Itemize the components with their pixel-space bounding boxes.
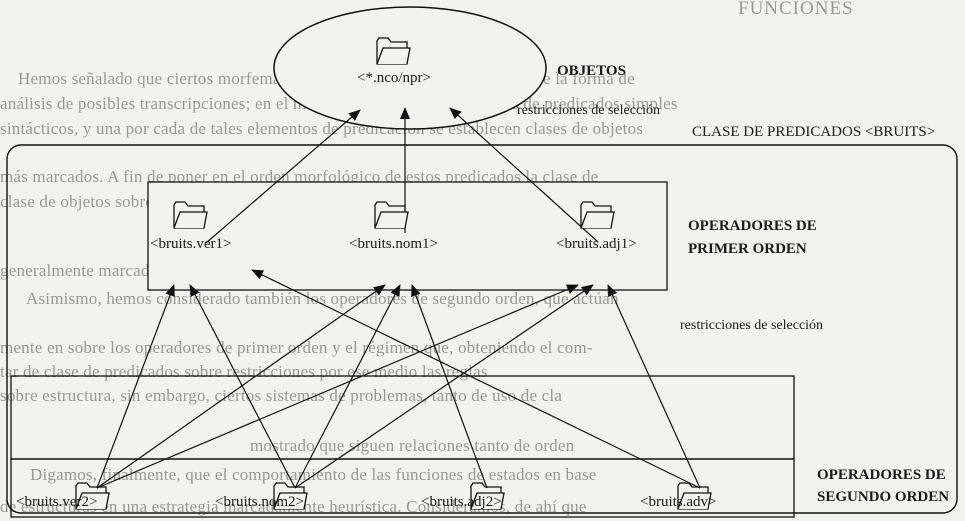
segundo-orden-node: <bruits.adv> bbox=[640, 494, 717, 510]
folder-icon bbox=[579, 200, 615, 230]
folder-icon bbox=[676, 481, 712, 511]
arrows bbox=[96, 107, 701, 489]
background-line: mostrado que siguen relaciones tanto de … bbox=[250, 436, 575, 455]
segundo-orden-node: <bruits.adj2> bbox=[421, 494, 502, 510]
restricciones-top-label: restricciones de selección bbox=[517, 103, 661, 118]
folder-icon bbox=[272, 481, 308, 511]
primer-orden-node: <bruits.adj1> bbox=[556, 236, 637, 252]
arrow bbox=[449, 107, 599, 243]
folder-icon bbox=[469, 481, 505, 511]
arrow bbox=[251, 269, 701, 489]
objetos-ellipse bbox=[273, 6, 547, 130]
arrow bbox=[411, 284, 488, 489]
objetos-title: OBJETOS bbox=[557, 63, 626, 79]
clase-predicados-label: CLASE DE PREDICADOS <BRUITS> bbox=[690, 124, 938, 141]
background-line: sintácticos, y una por cada de tales ele… bbox=[0, 119, 644, 138]
segundo-orden-title-line1: OPERADORES DE bbox=[817, 467, 946, 483]
arrow bbox=[96, 284, 386, 489]
arrow bbox=[205, 109, 361, 244]
arrow bbox=[189, 284, 296, 489]
segundo-orden-node: <bruits.ver2> bbox=[16, 494, 98, 510]
segundo-orden-node: <bruits.nom2> bbox=[215, 494, 305, 510]
primer-orden-box bbox=[147, 181, 668, 291]
arrow bbox=[294, 284, 594, 489]
primer-orden-node: <bruits.nom1> bbox=[349, 236, 439, 252]
arrow bbox=[294, 284, 401, 489]
arrow bbox=[96, 284, 579, 489]
folder-icon bbox=[375, 36, 411, 66]
folder-icon bbox=[373, 200, 409, 230]
background-line: generalmente marcados. bbox=[0, 261, 170, 280]
primer-orden-title-line2: PRIMER ORDEN bbox=[688, 241, 807, 257]
background-heading: FUNCIONES bbox=[738, 0, 854, 19]
arrow bbox=[96, 284, 175, 489]
primer-orden-title-line1: OPERADORES DE bbox=[688, 218, 817, 234]
restricciones-mid-label: restricciones de selección bbox=[680, 318, 824, 333]
background-line: más marcados. A fin de poner en el orden… bbox=[0, 167, 599, 186]
background-line: sobre estructura, sin embargo, ciertos s… bbox=[0, 386, 563, 405]
objetos-node-label: <*.nco/npr> bbox=[357, 70, 431, 86]
primer-orden-node: <bruits.ver1> bbox=[150, 236, 232, 252]
segundo-orden-box-top bbox=[10, 375, 795, 460]
arrow bbox=[607, 284, 701, 489]
clase-frame bbox=[6, 144, 958, 514]
background-line: Digamos, finalmente, que el comportamien… bbox=[30, 465, 597, 484]
folder-icon bbox=[74, 481, 110, 511]
folder-icon bbox=[172, 200, 208, 230]
segundo-orden-title-line2: SEGUNDO ORDEN bbox=[817, 489, 950, 505]
